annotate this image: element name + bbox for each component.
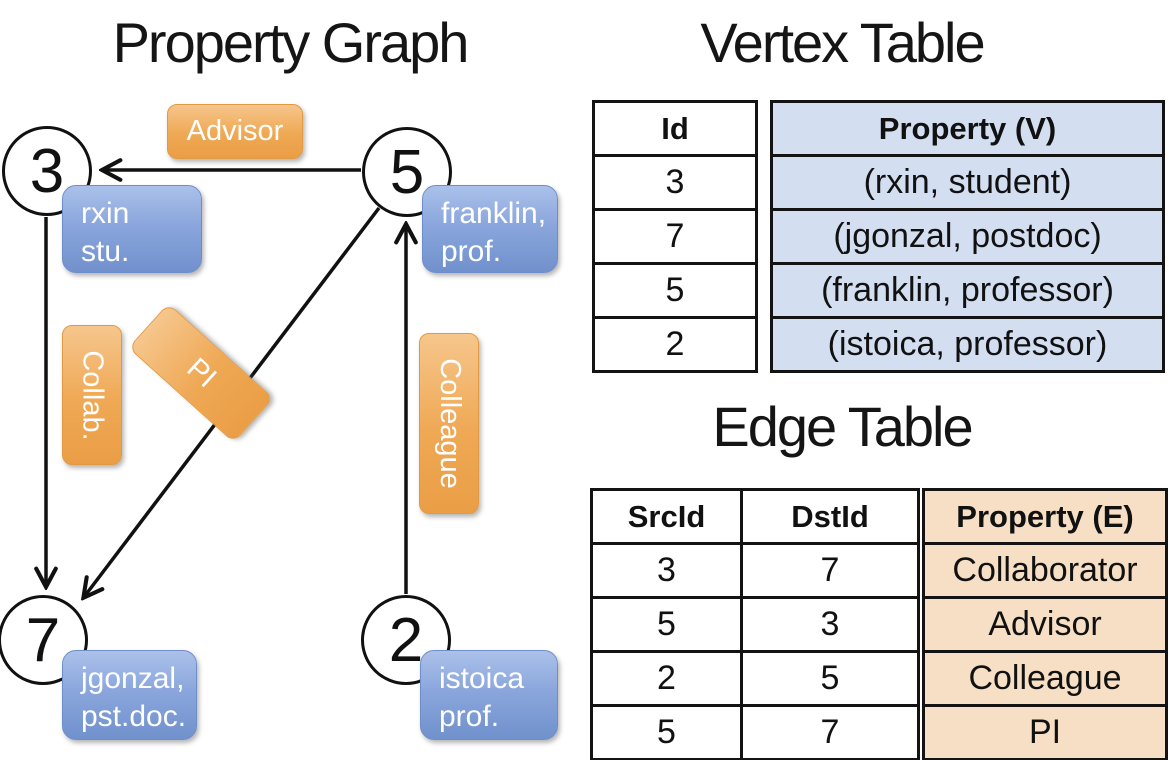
vertex-id-cell: 5 xyxy=(592,262,758,319)
table-row: 2 5 xyxy=(590,650,920,707)
vertex-prop-line: istoica xyxy=(439,662,525,695)
node-id: 2 xyxy=(388,605,424,675)
edge-table-title: Edge Table xyxy=(712,395,973,458)
vertex-property-cell: (franklin, professor) xyxy=(770,262,1165,319)
edge-label-collab: Collab. xyxy=(62,325,122,465)
edge-property-cell: Collaborator xyxy=(922,542,1168,599)
edge-table-property-column: Property (E) Collaborator Advisor Collea… xyxy=(922,488,1168,760)
vertex-prop-box-7: jgonzal, pst.doc. xyxy=(62,650,197,740)
vertex-property-cell: (jgonzal, postdoc) xyxy=(770,208,1165,265)
vertex-prop-line: franklin, xyxy=(441,197,547,230)
edge-label-text: PI xyxy=(180,351,223,394)
node-id: 3 xyxy=(29,136,65,206)
table-row: Advisor xyxy=(922,596,1168,653)
table-row: 5 3 xyxy=(590,596,920,653)
vertex-prop-line: jgonzal, xyxy=(81,662,185,695)
table-row: Property (E) xyxy=(922,488,1168,545)
table-row: (istoica, professor) xyxy=(770,316,1165,373)
table-row: 3 xyxy=(592,154,758,211)
graph-node-5: 5 xyxy=(362,127,452,217)
edge-label-advisor: Advisor xyxy=(167,104,303,159)
vertex-prop-line: stu. xyxy=(81,235,130,269)
vertex-prop-line: prof. xyxy=(439,700,500,734)
edge-dstid-cell: 5 xyxy=(740,650,920,707)
edge-property-cell: PI xyxy=(922,704,1168,760)
vertex-prop-line: pst.doc. xyxy=(81,700,187,734)
vertex-prop-box-3: rxin stu. xyxy=(62,185,202,273)
edge-srcid-cell: 3 xyxy=(590,542,743,599)
edge-table-id-columns: SrcId DstId 3 7 5 3 2 5 5 7 xyxy=(590,488,920,760)
vertex-prop-line: rxin xyxy=(81,197,130,230)
vertex-property-header: Property (V) xyxy=(770,100,1165,157)
vertex-prop-box-2: istoica prof. xyxy=(420,650,558,740)
table-row: 3 7 xyxy=(590,542,920,599)
edge-label-colleague: Colleague xyxy=(419,333,479,514)
graph-node-2: 2 xyxy=(361,595,451,685)
vertex-id-cell: 7 xyxy=(592,208,758,265)
edge-label-text: Colleague xyxy=(433,358,466,489)
edge-property-header: Property (E) xyxy=(922,488,1168,545)
edge-property-cell: Colleague xyxy=(922,650,1168,707)
vertex-table-title: Vertex Table xyxy=(700,11,985,74)
table-row: 7 xyxy=(592,208,758,265)
vertex-table-id-column: Id 3 7 5 2 xyxy=(592,100,758,373)
edge-dstid-cell: 3 xyxy=(740,596,920,653)
table-row: 2 xyxy=(592,316,758,373)
vertex-prop-line: prof. xyxy=(441,235,502,269)
table-row: Property (V) xyxy=(770,100,1165,157)
table-row: (franklin, professor) xyxy=(770,262,1165,319)
vertex-property-cell: (istoica, professor) xyxy=(770,316,1165,373)
table-row: (jgonzal, postdoc) xyxy=(770,208,1165,265)
edge-dstid-cell: 7 xyxy=(740,704,920,760)
edge-label-text: Collab. xyxy=(76,349,109,441)
vertex-id-cell: 2 xyxy=(592,316,758,373)
table-row: (rxin, student) xyxy=(770,154,1165,211)
edge-dstid-header: DstId xyxy=(740,488,920,545)
vertex-id-header: Id xyxy=(592,100,758,157)
edge-property-cell: Advisor xyxy=(922,596,1168,653)
table-row: 5 xyxy=(592,262,758,319)
table-row: 5 7 xyxy=(590,704,920,760)
vertex-property-cell: (rxin, student) xyxy=(770,154,1165,211)
vertex-prop-box-5: franklin, prof. xyxy=(422,185,558,273)
table-row: SrcId DstId xyxy=(590,488,920,545)
edge-srcid-header: SrcId xyxy=(590,488,743,545)
table-row: PI xyxy=(922,704,1168,760)
vertex-id-cell: 3 xyxy=(592,154,758,211)
vertex-table-property-column: Property (V) (rxin, student) (jgonzal, p… xyxy=(770,100,1165,373)
node-id: 5 xyxy=(389,137,425,207)
table-row: Collaborator xyxy=(922,542,1168,599)
table-row: Id xyxy=(592,100,758,157)
edge-label-text: Advisor xyxy=(186,115,284,147)
edge-srcid-cell: 2 xyxy=(590,650,743,707)
property-graph-title: Property Graph xyxy=(112,11,470,74)
edge-srcid-cell: 5 xyxy=(590,596,743,653)
edge-srcid-cell: 5 xyxy=(590,704,743,760)
node-id: 7 xyxy=(25,605,61,675)
table-row: Colleague xyxy=(922,650,1168,707)
edge-dstid-cell: 7 xyxy=(740,542,920,599)
